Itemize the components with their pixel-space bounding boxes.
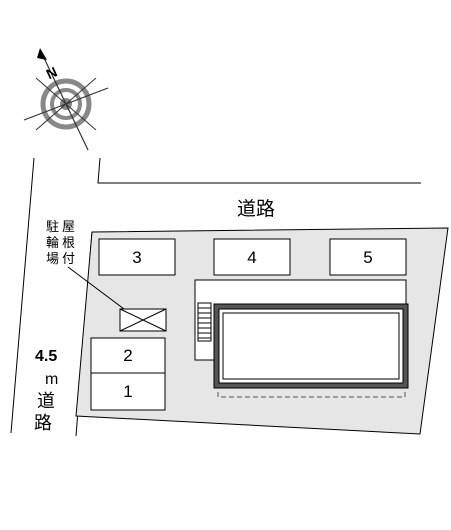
parking-space-5-label: 5 bbox=[363, 248, 372, 267]
north-arrow-icon bbox=[37, 48, 47, 60]
building-dashed-outline bbox=[217, 392, 406, 398]
left-road-char-1: 道 bbox=[37, 391, 55, 412]
parking-space-4-label: 4 bbox=[247, 248, 256, 267]
building bbox=[213, 303, 409, 389]
left-road-char-2: 路 bbox=[34, 413, 52, 434]
parking-space-4: 4 bbox=[213, 238, 291, 276]
parking-space-1: 1 bbox=[90, 372, 166, 411]
left-road-label: 4.5 m 道 路 bbox=[34, 348, 58, 434]
bike-parking-area bbox=[119, 308, 167, 332]
bike-parking-label: 駐 屋 輪 根 場 付 bbox=[46, 220, 75, 267]
left-road-unit: m bbox=[45, 371, 58, 388]
bike-parking-char-5: 場 bbox=[46, 252, 59, 267]
top-road-label: 道路 bbox=[237, 198, 275, 220]
parking-space-2: 2 bbox=[90, 337, 166, 374]
parking-space-5: 5 bbox=[329, 238, 407, 276]
compass-icon bbox=[23, 48, 109, 151]
left-road-edge-outer bbox=[10, 157, 35, 434]
parking-space-3: 3 bbox=[98, 238, 176, 276]
parking-space-2-label: 2 bbox=[123, 346, 132, 365]
parking-space-3-label: 3 bbox=[132, 248, 141, 267]
bike-parking-char-4: 根 bbox=[62, 236, 75, 251]
stairs-icon bbox=[197, 302, 212, 342]
bike-parking-char-6: 付 bbox=[62, 252, 75, 267]
bike-parking-char-1: 駐 bbox=[46, 220, 59, 235]
compass-north-label: N bbox=[44, 63, 60, 82]
bike-parking-char-2: 屋 bbox=[62, 220, 75, 235]
bike-parking-char-3: 輪 bbox=[46, 235, 59, 251]
left-road-width: 4.5 bbox=[35, 348, 57, 365]
top-road-edge bbox=[97, 157, 421, 184]
parking-space-1-label: 1 bbox=[123, 382, 132, 401]
